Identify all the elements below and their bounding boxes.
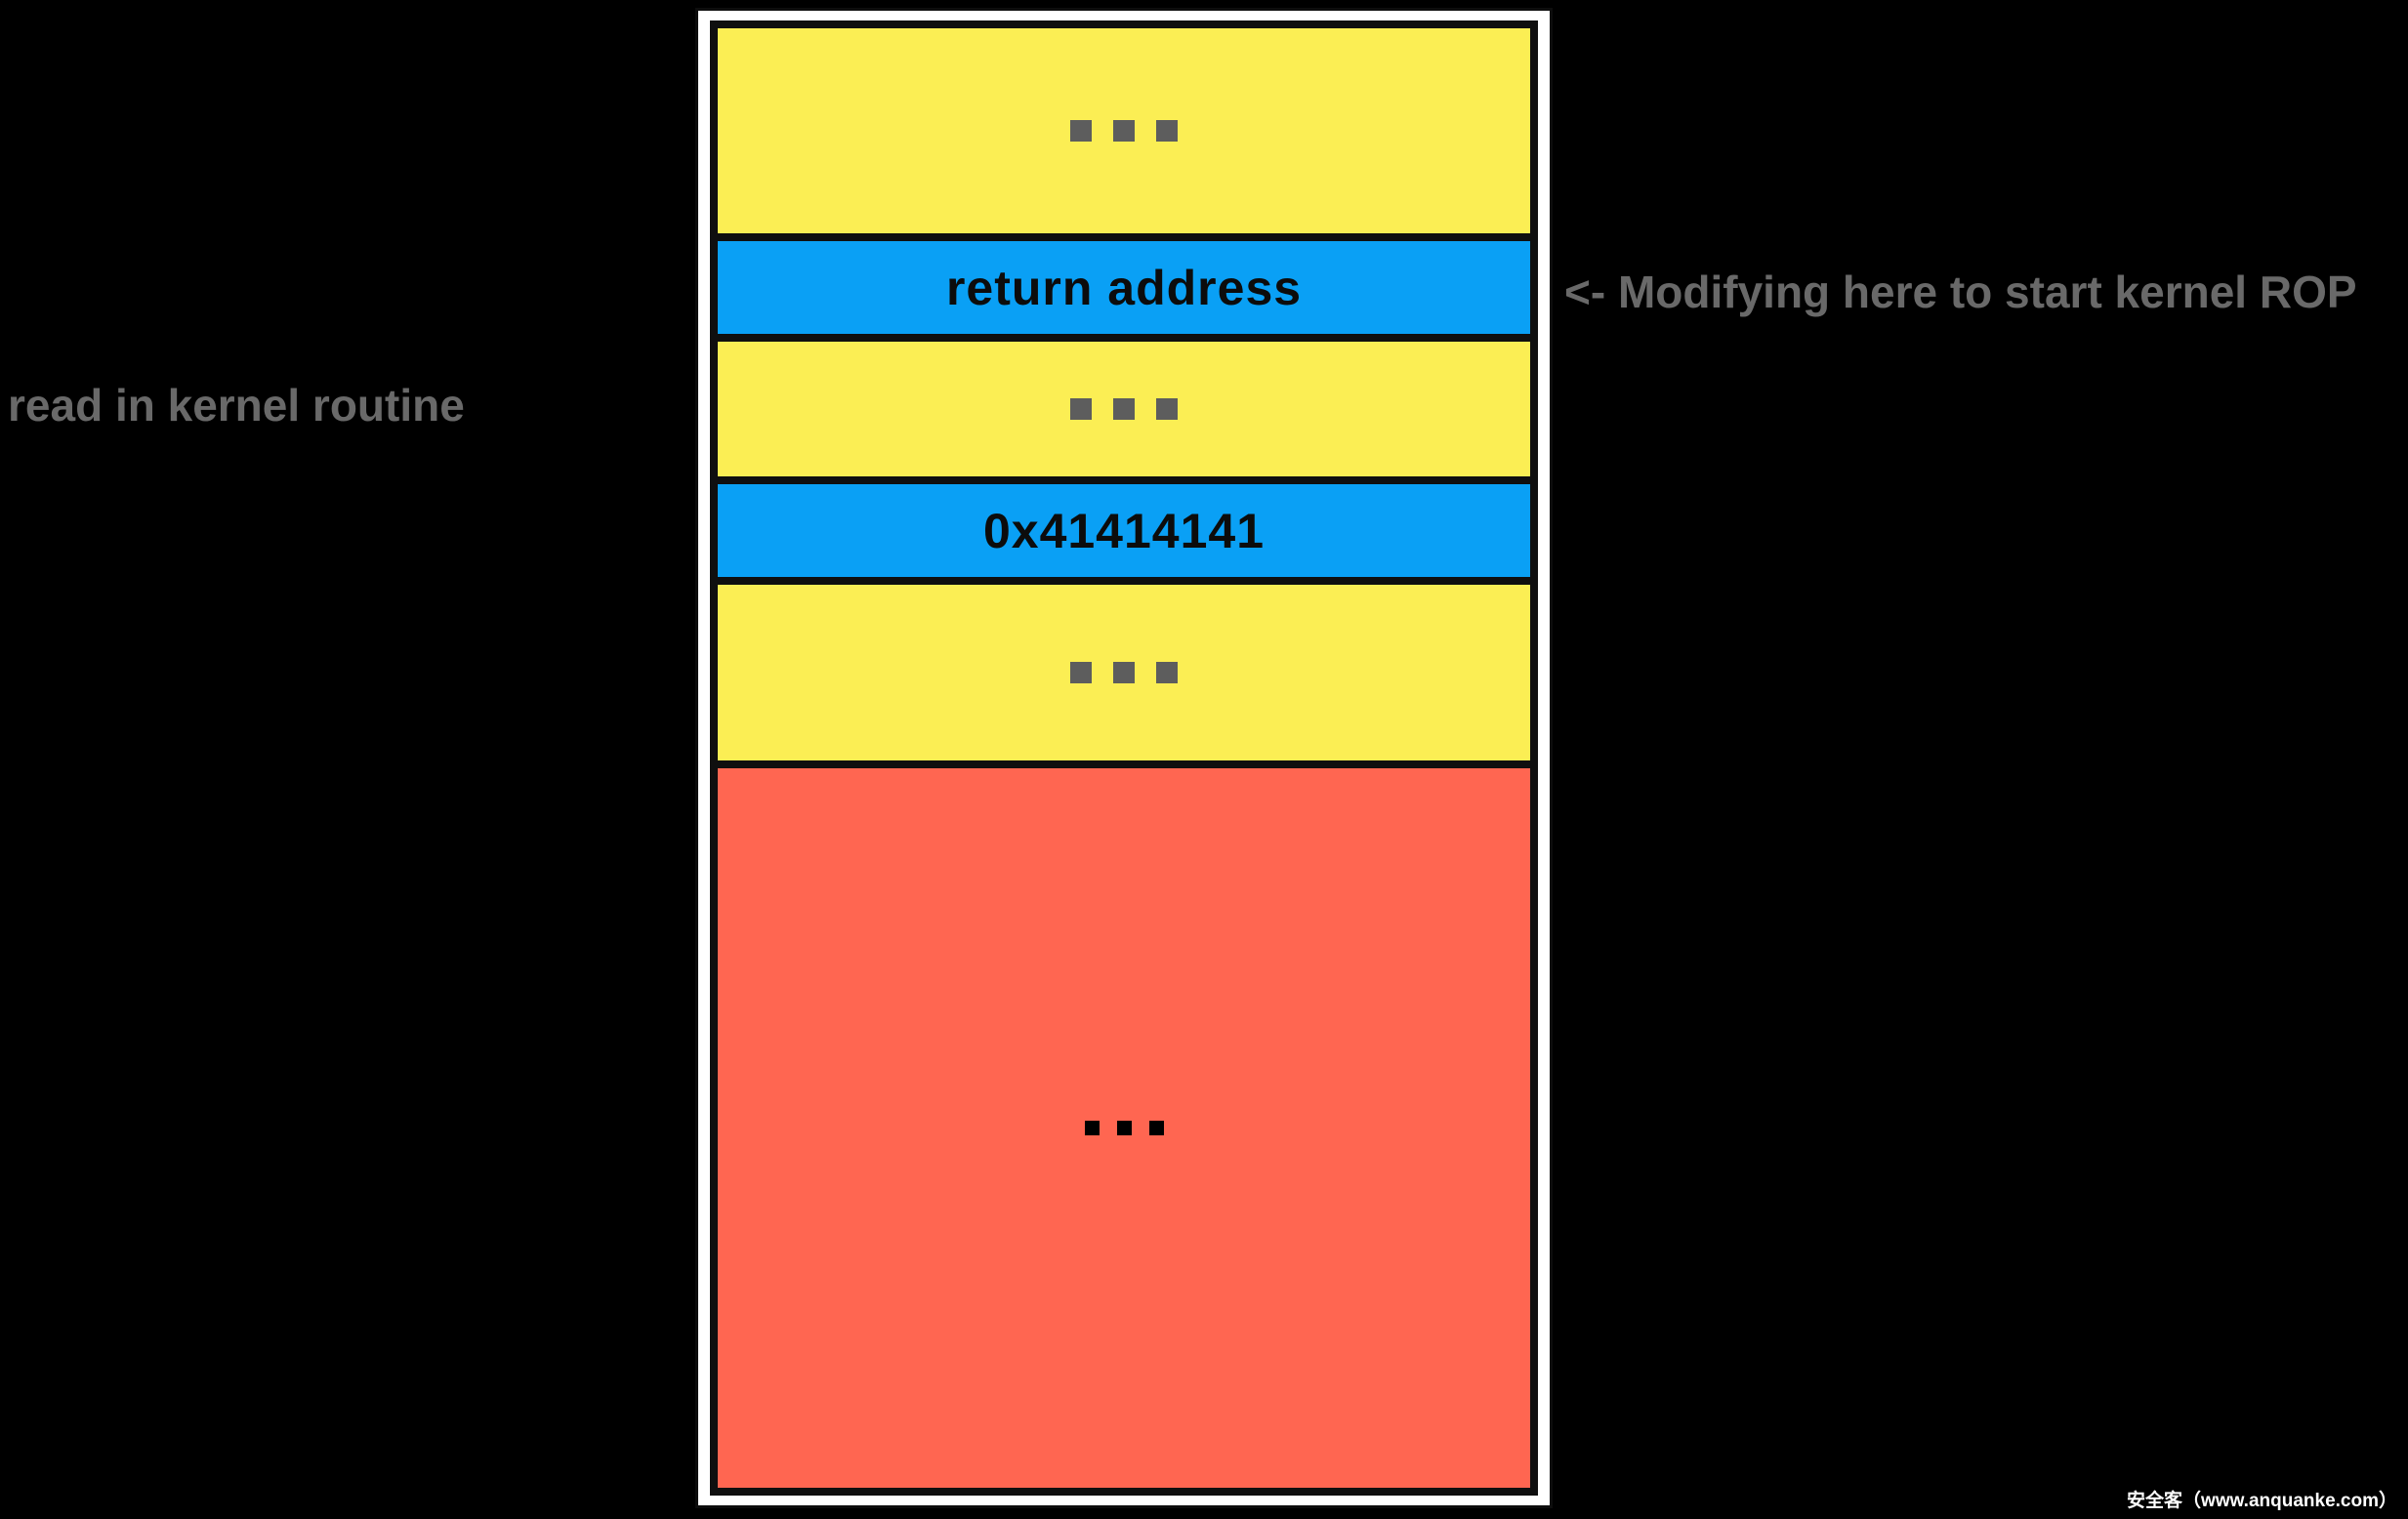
left-annotation: read in kernel routine (8, 380, 465, 431)
overwrite-value-label: 0x41414141 (982, 503, 1266, 558)
stack-row-filler-top (718, 28, 1530, 241)
stack-diagram-frame: return address 0x41414141 (695, 8, 1553, 1508)
ellipsis-icon (1076, 1121, 1173, 1135)
stack-row-filler-middle-1 (718, 342, 1530, 484)
stack-row-buffer-region (718, 768, 1530, 1488)
stack-diagram: return address 0x41414141 (710, 21, 1538, 1496)
ellipsis-icon (1059, 662, 1188, 683)
stack-row-return-address: return address (718, 241, 1530, 342)
right-annotation: <- Modifying here to start kernel ROP (1564, 267, 2357, 317)
stack-row-filler-middle-2 (718, 585, 1530, 768)
ellipsis-icon (1059, 120, 1188, 142)
stack-row-overwrite-value: 0x41414141 (718, 484, 1530, 585)
watermark: 安全客（www.anquanke.com） (2127, 1491, 2397, 1511)
ellipsis-icon (1059, 398, 1188, 420)
return-address-label: return address (945, 260, 1303, 315)
